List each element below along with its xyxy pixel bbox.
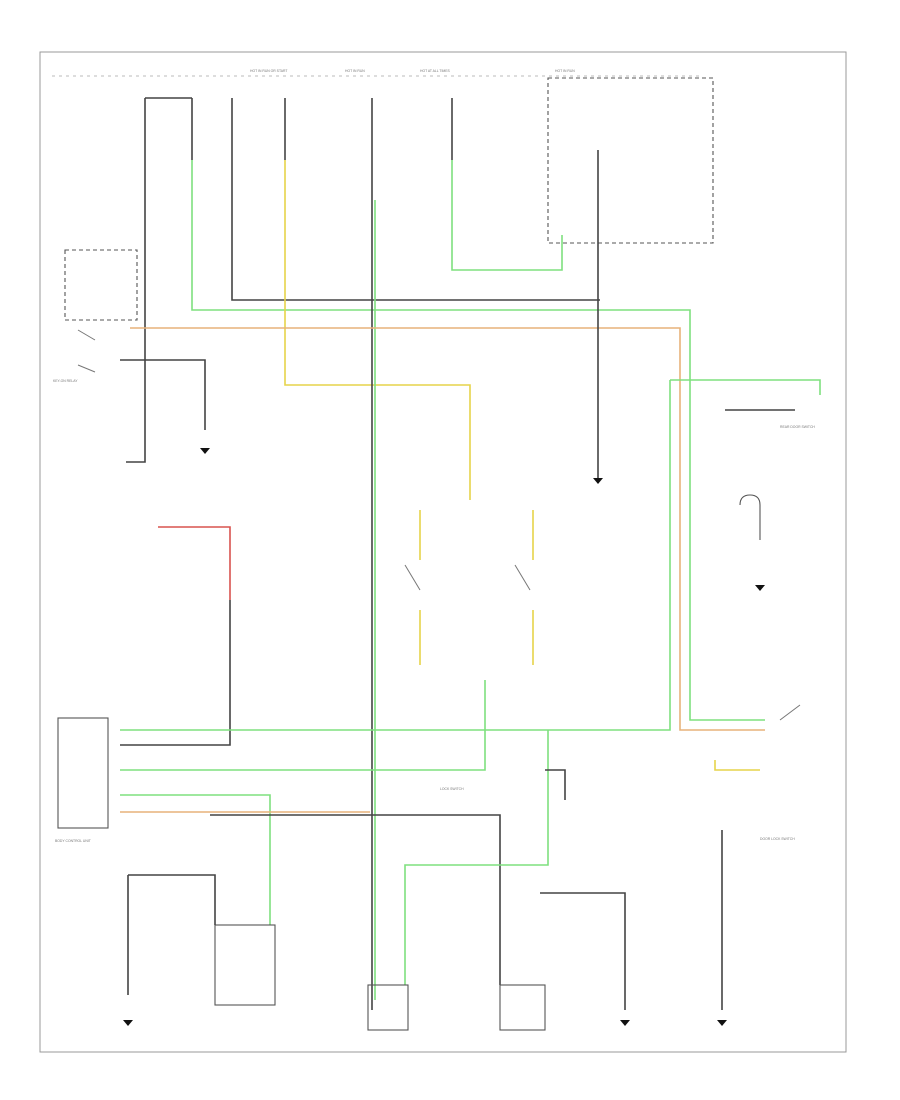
wire-unit-green-2 (120, 680, 486, 771)
ground-mid-right (593, 478, 603, 484)
relay-left (64, 249, 138, 321)
center-label: LOCK SWITCH (440, 787, 464, 791)
wire-red-left (158, 526, 231, 600)
switch-mid-2 (514, 564, 531, 591)
wire-yellow-col3 (284, 160, 471, 500)
wire-orange-main (130, 327, 765, 731)
wire-unit-black (210, 814, 501, 985)
ground-bottom-right-2 (717, 1020, 727, 1026)
wire-green-lower (404, 730, 549, 985)
bottom-switch-2 (499, 984, 546, 1031)
body-control-unit (57, 717, 109, 829)
top-bus-label-1: HOT IN RUN OR START (250, 69, 288, 73)
wire-green-right (670, 379, 821, 395)
right-sensor-label: REAR DOOR SWITCH (780, 425, 815, 429)
wire-green-col1 (191, 160, 765, 721)
wire-left-drop (120, 600, 231, 746)
wire-unit-green-3 (120, 794, 271, 925)
bottom-switch-1 (367, 984, 409, 1031)
ground-right-sensor (755, 585, 765, 591)
relay-switch (77, 329, 96, 341)
right-sensor-coil (739, 494, 761, 540)
unit-left-label: BODY CONTROL UNIT (55, 839, 91, 843)
top-bus-label-2: HOT IN RUN (345, 69, 365, 73)
ground-left (200, 448, 210, 454)
top-bus-label-3: HOT AT ALL TIMES (420, 69, 451, 73)
bottom-box-left (214, 924, 276, 1006)
switch-right (779, 704, 801, 721)
ground-bottom-left (123, 1020, 133, 1026)
bottom-right-label: DOOR LOCK SWITCH (760, 837, 795, 841)
wire-unit-green-1 (120, 380, 671, 731)
wire-col2-down (231, 160, 600, 301)
wire-bottom-left (128, 874, 216, 925)
wire-green-col5 (451, 160, 563, 271)
wire-left-vert (126, 98, 146, 463)
wire-relay-out (120, 359, 206, 430)
wire-lower-center (545, 769, 566, 800)
wire-yel-right (714, 760, 760, 771)
wire-bottom-right-1 (540, 892, 626, 1010)
module-top-right (547, 77, 714, 244)
ground-bottom-right-1 (620, 1020, 630, 1026)
relay-left-label: KEY-ON RELAY (53, 379, 78, 383)
top-bus-label-4: HOT IN RUN (555, 69, 575, 73)
diagram-border (39, 51, 847, 1053)
relay-switch-2 (77, 364, 96, 373)
switch-mid-1 (404, 564, 421, 591)
